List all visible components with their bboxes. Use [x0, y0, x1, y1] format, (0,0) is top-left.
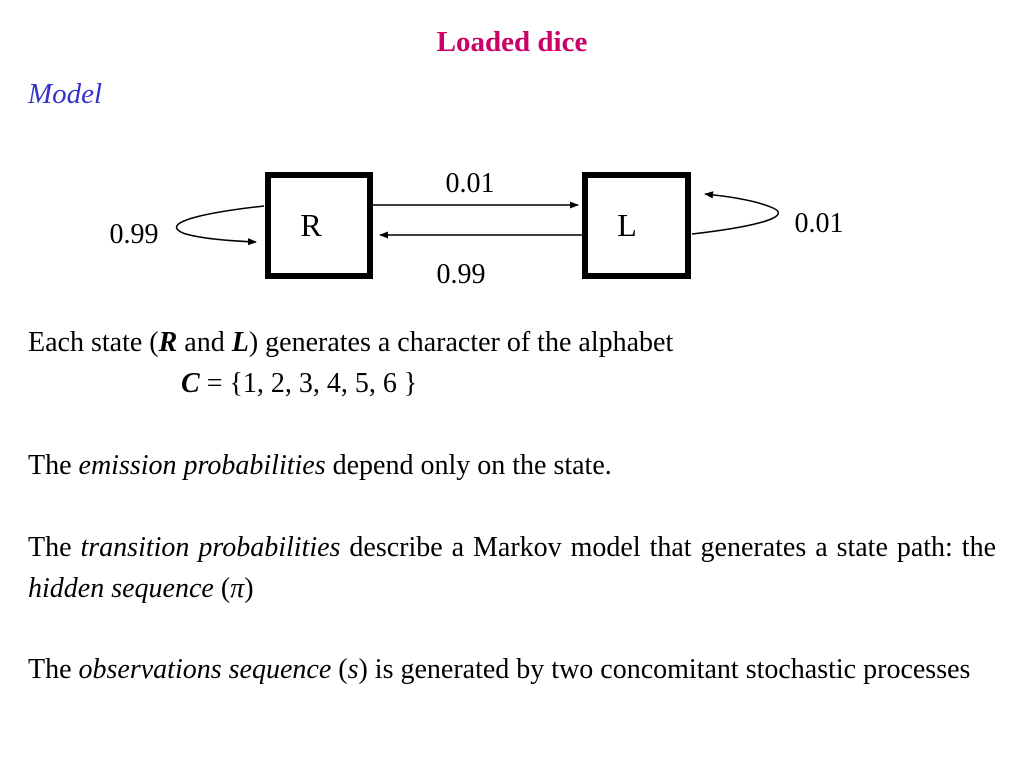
transition-term: transition probabilities — [80, 532, 341, 563]
s-symbol: s — [347, 654, 359, 685]
label-r-self: 0.99 — [110, 219, 159, 250]
state-r-box — [265, 172, 373, 279]
text-span: ( — [331, 654, 348, 685]
text-span: Each state ( — [28, 327, 159, 358]
text-span: describe a Markov model that generates a… — [340, 532, 996, 563]
markov-diagram: R L 0.01 0.99 0.99 0.01 — [110, 168, 844, 290]
text-span: ( — [213, 573, 231, 604]
text-span: ) generates a character of the alphabet — [248, 327, 674, 358]
state-l-ref: L — [231, 327, 249, 358]
paragraph-emission: The emission probabilities depend only o… — [28, 445, 996, 486]
state-l-label: L — [617, 207, 637, 243]
emission-term: emission probabilities — [78, 450, 326, 481]
hidden-sequence-term: hidden sequence — [28, 573, 214, 604]
text-span: The — [28, 654, 79, 685]
loop-r-self — [175, 205, 265, 246]
state-l-box — [582, 172, 691, 279]
paragraph-transition: The transition probabilities describe a … — [28, 527, 996, 609]
paragraph-observations: The observations sequence (s) is generat… — [28, 649, 996, 690]
label-l-self: 0.01 — [795, 208, 844, 239]
slide-subtitle: Model — [28, 78, 103, 110]
label-l-to-r: 0.99 — [437, 259, 486, 290]
pi-symbol: π — [230, 573, 245, 604]
states-line: Each state (R and L) generates a charact… — [28, 322, 996, 363]
text-span: ) — [244, 573, 254, 604]
state-r-label: R — [300, 207, 322, 243]
paragraph-states: Each state (R and L) generates a charact… — [28, 322, 996, 404]
slide-title: Loaded dice — [436, 26, 588, 58]
alphabet-set: = {1, 2, 3, 4, 5, 6 } — [199, 368, 418, 399]
state-r-ref: R — [158, 327, 178, 358]
loop-l-self — [691, 191, 780, 235]
text-span: depend only on the state. — [325, 450, 612, 481]
text-span: ) is generated by two concomitant stocha… — [358, 654, 971, 685]
alphabet-line: C = {1, 2, 3, 4, 5, 6 } — [28, 363, 996, 404]
label-r-to-l: 0.01 — [446, 168, 495, 199]
text-span: and — [177, 327, 232, 358]
observations-term: observations sequence — [78, 654, 332, 685]
alphabet-symbol: C — [181, 368, 200, 399]
text-span: The — [28, 532, 81, 563]
text-span: The — [28, 450, 79, 481]
